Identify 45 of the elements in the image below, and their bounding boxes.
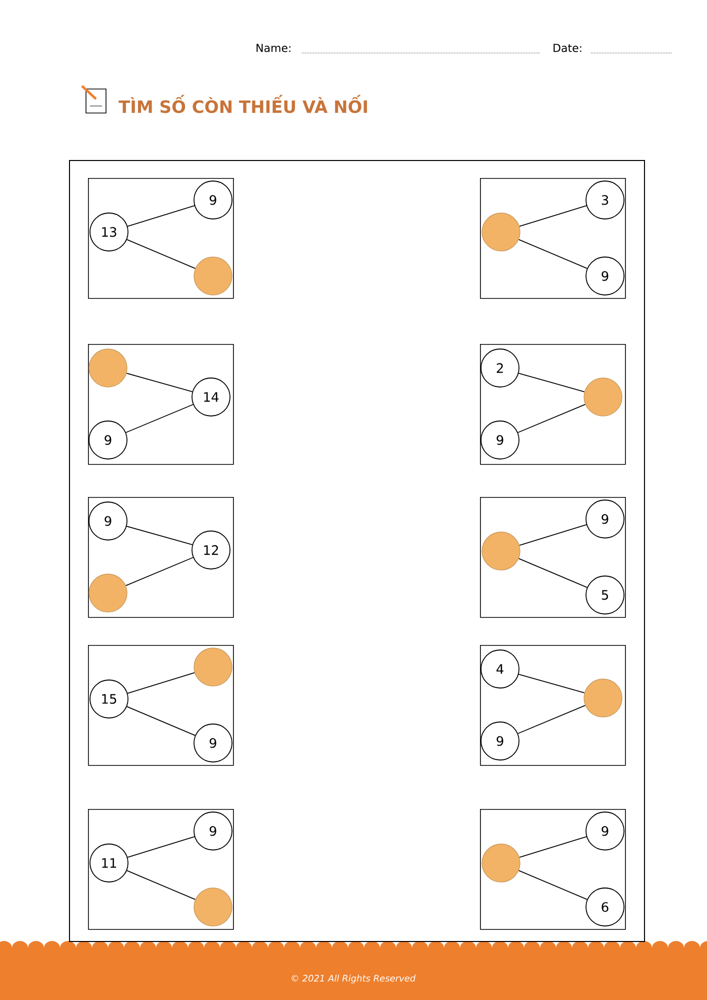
puzzle-box xyxy=(480,645,626,766)
blank-circle xyxy=(482,212,520,252)
puzzle-box xyxy=(88,178,234,299)
connector-line xyxy=(518,404,586,433)
connector-line xyxy=(519,836,587,858)
puzzle-box xyxy=(88,497,234,618)
label: Name: xyxy=(256,44,290,52)
blank-circle xyxy=(194,648,232,686)
connector-line xyxy=(518,558,588,588)
connector-line xyxy=(518,372,585,392)
blank-circle xyxy=(584,678,622,718)
connector-line xyxy=(127,672,195,694)
puzzle-box xyxy=(480,344,626,465)
connector-line xyxy=(518,705,586,734)
blank-circle xyxy=(482,844,520,882)
connector-line xyxy=(518,239,588,269)
connector-line xyxy=(126,372,193,392)
blank-circle xyxy=(584,378,622,416)
label: Date: xyxy=(554,44,582,52)
connector-line xyxy=(126,404,194,433)
connector-line xyxy=(519,205,587,227)
puzzle-box xyxy=(88,645,234,766)
blank-circle xyxy=(482,532,520,570)
connector-line xyxy=(127,836,195,858)
connector-line xyxy=(126,706,196,736)
connector-line xyxy=(518,674,585,694)
puzzle-box xyxy=(480,497,626,618)
connector-line xyxy=(127,205,195,227)
connector-line xyxy=(126,526,193,546)
puzzle-box xyxy=(88,809,234,930)
title: TÌM SỐ CÒN THIẾU VÀ NỐI xyxy=(118,94,367,114)
blank-circle xyxy=(88,574,128,612)
connector-line xyxy=(519,524,587,546)
puzzle-box xyxy=(480,809,626,930)
puzzle-box xyxy=(480,178,626,299)
connector-line xyxy=(125,557,194,586)
blank-circle xyxy=(194,256,232,296)
copyright-note: © 2021 All Rights Reserved xyxy=(292,974,416,984)
puzzle-box xyxy=(88,344,234,465)
connector-line xyxy=(126,870,196,900)
connector-line xyxy=(126,239,196,269)
connector-line xyxy=(518,870,588,900)
blank-circle xyxy=(194,888,232,926)
worksheet-frame xyxy=(69,160,645,942)
blank-circle xyxy=(88,348,128,388)
